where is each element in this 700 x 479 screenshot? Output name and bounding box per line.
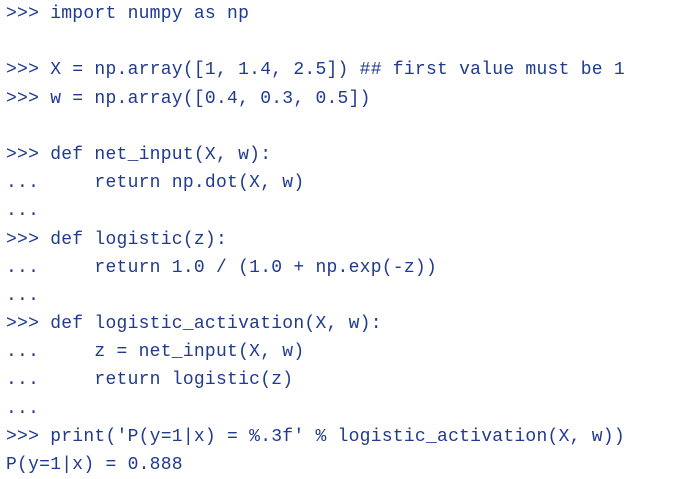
code-line: ... return 1.0 / (1.0 + np.exp(-z)) <box>6 257 438 278</box>
code-line: >>> import numpy as np <box>6 4 250 24</box>
code-line: ... <box>6 398 40 419</box>
code-line <box>6 28 625 56</box>
code-line: >>> X = np.array([1, 1.4, 2.5]) ## first… <box>6 60 625 81</box>
code-line: >>> def logistic_activation(X, w): <box>6 314 382 335</box>
code-line: >>> print('P(y=1|x) = %.3f' % logistic_a… <box>6 426 625 447</box>
code-line: ... <box>6 201 40 222</box>
code-line: ... <box>6 285 40 306</box>
code-listing: >>> import numpy as np >>> X = np.array([… <box>6 0 625 479</box>
code-line: >>> w = np.array([0.4, 0.3, 0.5]) <box>6 88 371 109</box>
output-line: P(y=1|x) = 0.888 <box>6 455 183 475</box>
code-line: >>> def net_input(X, w): <box>6 144 272 165</box>
code-line: ... return logistic(z) <box>6 370 294 391</box>
code-line: ... z = net_input(X, w) <box>6 342 305 363</box>
code-line: ... return np.dot(X, w) <box>6 173 305 194</box>
code-line <box>6 113 625 141</box>
code-line: >>> def logistic(z): <box>6 229 228 250</box>
